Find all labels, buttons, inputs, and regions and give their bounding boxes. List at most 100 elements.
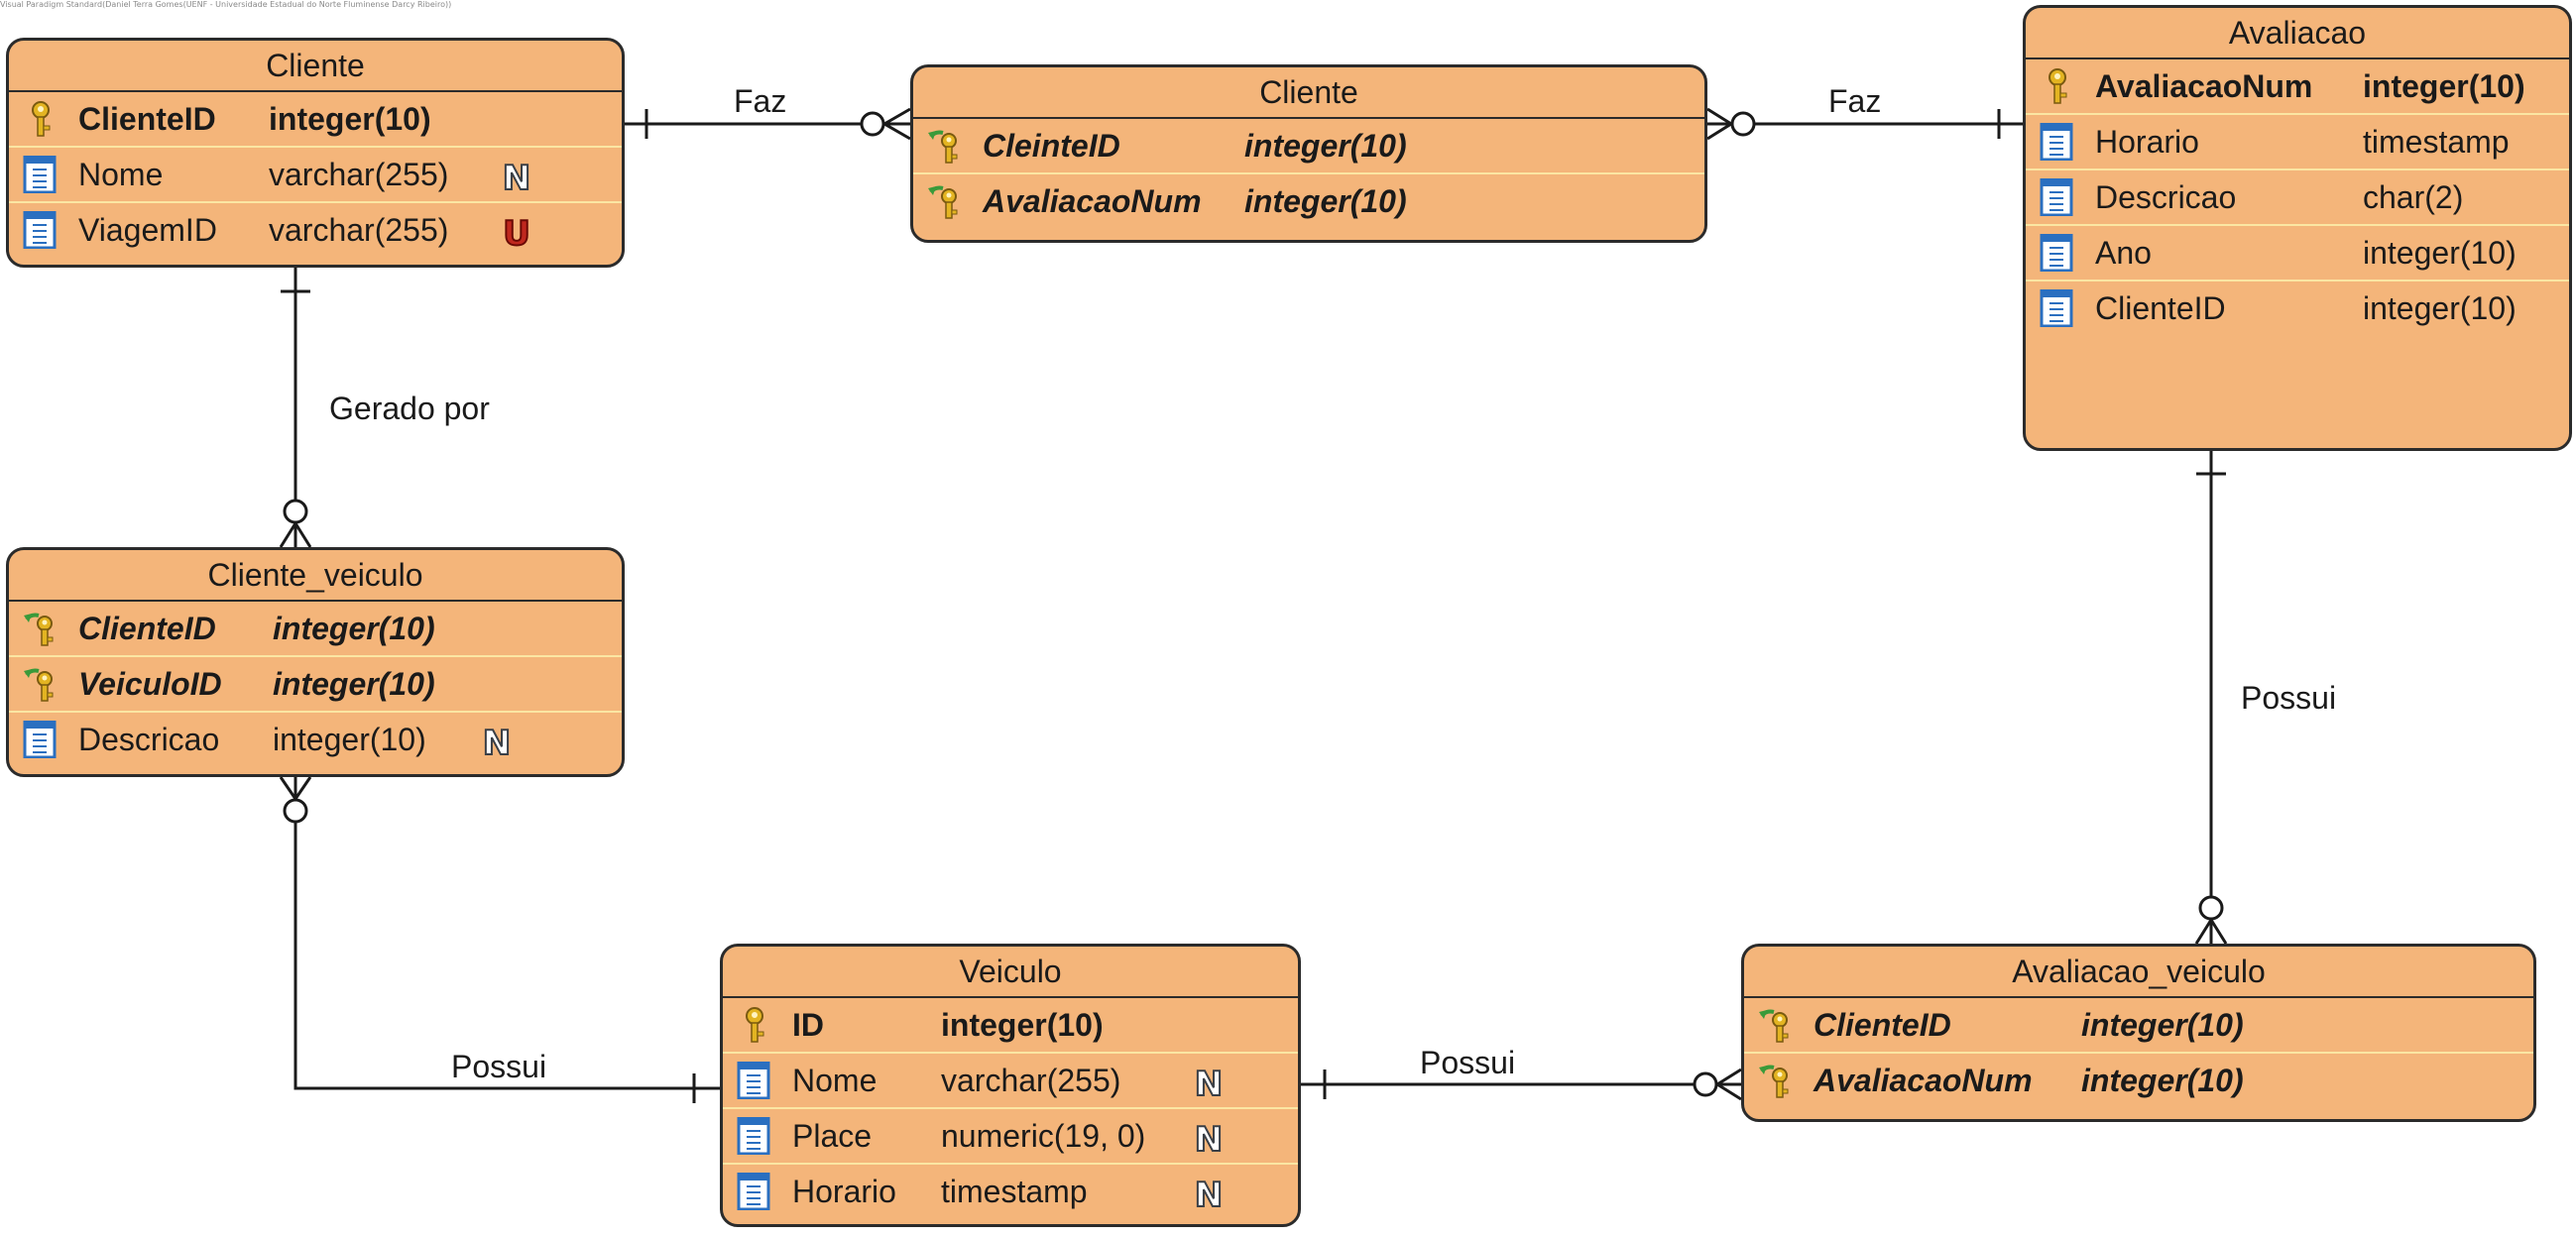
unique-badge-icon: U (499, 212, 534, 255)
column-icon (2040, 233, 2075, 273)
column-type: integer(10) (273, 666, 435, 702)
column-name: Horario (792, 1174, 896, 1209)
foreign-key-icon (23, 665, 59, 703)
svg-text:N: N (1195, 1120, 1223, 1156)
relationship-label-cliente-faz: Faz (734, 83, 787, 119)
column-row[interactable]: ID integer(10) (723, 998, 1298, 1054)
column-type: integer(10) (2081, 1063, 2244, 1098)
watermark-text: Visual Paradigm Standard(Daniel Terra Go… (0, 0, 452, 9)
column-icon (23, 155, 59, 194)
foreign-key-icon (927, 182, 963, 220)
many-marker (1706, 107, 1732, 141)
svg-text:N: N (1195, 1065, 1223, 1100)
column-row[interactable]: Descricao char(2) (2026, 170, 2569, 226)
column-type: integer(10) (1244, 183, 1407, 219)
column-row[interactable]: Horario timestamp (2026, 115, 2569, 170)
svg-text:N: N (1195, 1176, 1223, 1211)
column-icon (23, 210, 59, 250)
column-name: AvaliacaoNum (983, 183, 1202, 219)
column-icon (2040, 177, 2075, 217)
column-name: Nome (78, 157, 164, 192)
entity-title: Avaliacao_veiculo (1744, 947, 2533, 998)
column-type: char(2) (2363, 179, 2464, 215)
column-name: ClienteID (78, 101, 216, 137)
zero-marker (860, 111, 885, 137)
column-row[interactable]: AvaliacaoNum integer(10) (1744, 1054, 2533, 1107)
column-type: varchar(255) (269, 157, 449, 192)
column-type: integer(10) (2363, 235, 2517, 271)
zero-marker (283, 499, 308, 524)
column-type: varchar(255) (941, 1063, 1121, 1098)
column-type: timestamp (941, 1174, 1088, 1209)
column-name: ClienteID (1814, 1007, 1951, 1043)
column-row[interactable]: Ano integer(10) (2026, 226, 2569, 281)
relationship-label-cv-possui: Possui (451, 1049, 547, 1084)
column-icon (737, 1172, 772, 1211)
column-name: Place (792, 1118, 873, 1154)
relationship-label-gerado-por: Gerado por (329, 391, 490, 426)
relationship-label-veiculo-possui: Possui (1420, 1045, 1516, 1080)
column-type: timestamp (2363, 124, 2510, 160)
column-name: ViagemID (78, 212, 217, 248)
svg-text:U: U (503, 214, 530, 250)
foreign-key-icon (23, 610, 59, 647)
column-name: CleinteID (983, 128, 1120, 164)
column-type: integer(10) (941, 1007, 1104, 1043)
column-icon (23, 720, 59, 759)
entity-title: Cliente (913, 67, 1704, 119)
column-row[interactable]: ViagemID varchar(255) U (9, 203, 622, 257)
primary-key-icon (2040, 67, 2075, 105)
not-null-badge-icon: N (1191, 1118, 1227, 1161)
svg-text:N: N (483, 724, 511, 759)
column-name: Ano (2095, 235, 2152, 271)
column-row[interactable]: AvaliacaoNum integer(10) (2026, 59, 2569, 115)
column-type: integer(10) (269, 101, 431, 137)
entity-title: Avaliacao (2026, 8, 2569, 59)
column-row[interactable]: Place numeric(19, 0) N (723, 1109, 1298, 1165)
many-marker (2194, 919, 2228, 945)
column-row[interactable]: ClienteID integer(10) (9, 92, 622, 148)
column-name: AvaliacaoNum (2095, 68, 2313, 104)
column-row[interactable]: Descricao integer(10) N (9, 713, 622, 766)
column-type: varchar(255) (269, 212, 449, 248)
zero-marker (1693, 1071, 1718, 1097)
many-marker (883, 107, 911, 141)
column-name: Descricao (78, 722, 220, 757)
column-row[interactable]: AvaliacaoNum integer(10) (913, 174, 1704, 228)
column-type: integer(10) (2363, 68, 2525, 104)
entity-title: Cliente_veiculo (9, 550, 622, 602)
many-marker (1716, 1068, 1742, 1101)
column-type: integer(10) (1244, 128, 1407, 164)
zero-marker (2198, 895, 2224, 921)
column-row[interactable]: CleinteID integer(10) (913, 119, 1704, 174)
entity-avaliacao[interactable]: Avaliacao AvaliacaoNum integer(10) Horario… (2023, 5, 2572, 451)
column-type: integer(10) (273, 611, 435, 646)
foreign-key-icon (1758, 1006, 1794, 1044)
column-type: integer(10) (273, 722, 426, 757)
column-name: AvaliacaoNum (1814, 1063, 2033, 1098)
many-marker (279, 776, 312, 800)
foreign-key-icon (927, 127, 963, 165)
relationship-label-avaliacao-faz: Faz (1828, 83, 1882, 119)
column-row[interactable]: Horario timestamp N (723, 1165, 1298, 1218)
column-name: ID (792, 1007, 824, 1043)
not-null-badge-icon: N (1191, 1063, 1227, 1105)
zero-marker (1730, 111, 1756, 137)
many-marker (279, 522, 312, 548)
column-name: Horario (2095, 124, 2199, 160)
column-name: Descricao (2095, 179, 2237, 215)
column-icon (2040, 122, 2075, 162)
column-type: numeric(19, 0) (941, 1118, 1146, 1154)
